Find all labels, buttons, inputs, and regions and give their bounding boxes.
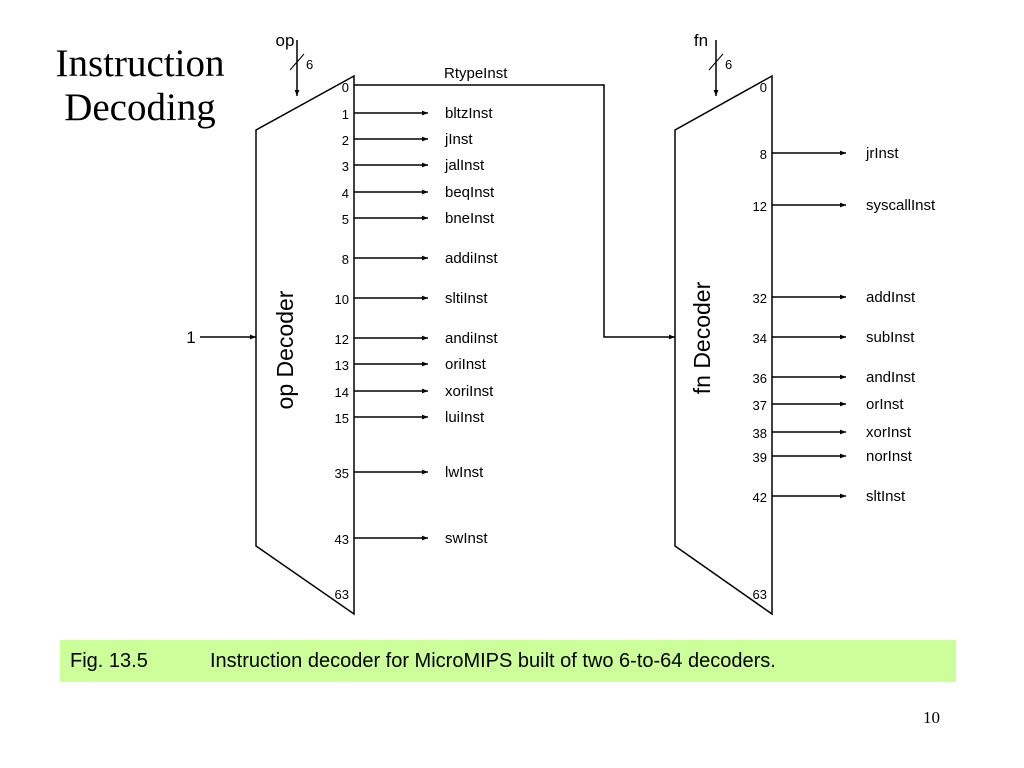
fn-bus-width: 6: [725, 57, 732, 72]
op-output-signal: jalInst: [444, 157, 485, 174]
fn-output-index: 36: [753, 371, 767, 386]
op-output-signal: jInst: [444, 131, 473, 148]
op-output-index: 35: [335, 466, 349, 481]
fn-output-index: 12: [753, 199, 767, 214]
fn-output-index: 42: [753, 490, 767, 505]
op-output-index: 4: [342, 186, 349, 201]
fn-output-signal: addInst: [866, 289, 916, 306]
op-output-index: 3: [342, 159, 349, 174]
op-index-0: 0: [342, 80, 349, 95]
op-output-index: 12: [335, 332, 349, 347]
op-output-signal: bneInst: [445, 210, 495, 227]
fn-decoder-outputs: 8 jrInst 12 syscallInst 32 addInst 34 subInst 36…: [753, 145, 936, 505]
figure-caption: Fig. 13.5 Instruction decoder for MicroM…: [60, 640, 956, 682]
fn-decoder-block: [674, 74, 773, 616]
fn-output-index: 37: [753, 398, 767, 413]
op-output-signal: oriInst: [445, 356, 487, 373]
fn-output-index: 38: [753, 426, 767, 441]
op-enable-label: 1: [186, 328, 195, 347]
op-output-index: 8: [342, 252, 349, 267]
op-bus-slash: [289, 53, 305, 71]
op-bus-width: 6: [306, 57, 313, 72]
fn-bus-slash: [708, 53, 724, 71]
rtype-label: RtypeInst: [444, 65, 508, 82]
fn-output-index: 34: [753, 331, 767, 346]
op-output-signal: sltiInst: [445, 290, 488, 307]
op-index-63: 63: [335, 587, 349, 602]
fn-output-signal: xorInst: [866, 424, 912, 441]
op-output-signal: lwInst: [445, 464, 484, 481]
op-output-signal: andiInst: [445, 330, 498, 347]
op-output-index: 5: [342, 212, 349, 227]
fn-decoder-label: fn Decoder: [689, 281, 715, 394]
rtype-connection: [354, 84, 675, 340]
op-output-signal: luiInst: [445, 409, 485, 426]
fn-output-signal: andInst: [866, 369, 916, 386]
op-output-index: 1: [342, 107, 349, 122]
op-decoder-outputs: 1 bltzInst 2 jInst 3 jalInst 4 beqInst 5 bneInst 8…: [335, 105, 499, 547]
fn-output-index: 32: [753, 291, 767, 306]
op-output-index: 13: [335, 358, 349, 373]
fn-output-signal: norInst: [866, 448, 913, 465]
fn-output-signal: syscallInst: [866, 197, 936, 214]
slide-title-line-1: Instruction: [55, 42, 225, 85]
op-output-signal: xoriInst: [445, 383, 494, 400]
op-output-index: 43: [335, 532, 349, 547]
op-decoder-block: [255, 74, 355, 616]
fn-index-63: 63: [753, 587, 767, 602]
fn-output-signal: orInst: [866, 396, 904, 413]
fn-output-signal: sltInst: [866, 488, 906, 505]
fn-index-0: 0: [760, 80, 767, 95]
page-number: 10: [923, 708, 940, 727]
caption-text: Instruction decoder for MicroMIPS built …: [210, 650, 776, 672]
op-output-index: 14: [335, 385, 349, 400]
slide-title-line-2: Decoding: [64, 86, 216, 129]
fn-input-label: fn: [694, 31, 708, 50]
op-output-signal: addiInst: [445, 250, 498, 267]
caption-figure-number: Fig. 13.5: [70, 650, 148, 672]
op-output-signal: swInst: [445, 530, 488, 547]
slide-title: Instruction Decoding: [40, 42, 240, 130]
fn-output-signal: jrInst: [865, 145, 899, 162]
op-input-label: op: [276, 31, 295, 50]
fn-output-index: 39: [753, 450, 767, 465]
op-decoder-label: op Decoder: [272, 290, 298, 409]
op-output-index: 10: [335, 292, 349, 307]
fn-output-index: 8: [760, 147, 767, 162]
op-output-index: 15: [335, 411, 349, 426]
op-output-index: 2: [342, 133, 349, 148]
fn-output-signal: subInst: [866, 329, 915, 346]
op-output-signal: bltzInst: [445, 105, 493, 122]
op-output-signal: beqInst: [445, 184, 495, 201]
